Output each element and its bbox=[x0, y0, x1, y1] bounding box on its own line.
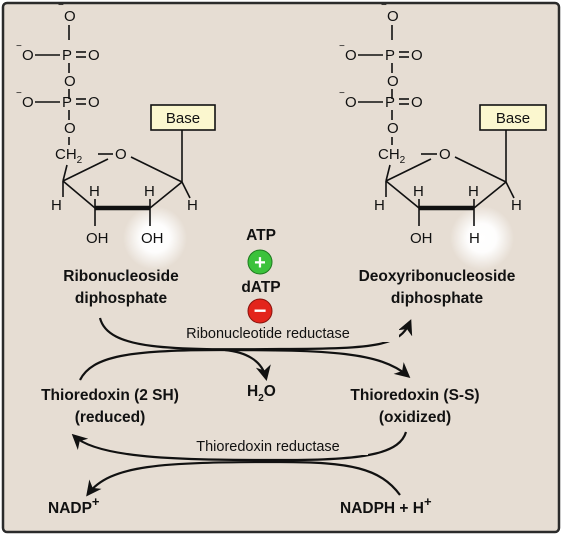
ch2-group: CH2 bbox=[378, 146, 406, 166]
ring-oxygen: O bbox=[115, 146, 127, 163]
arrow-thioredoxin-reduction bbox=[71, 431, 408, 462]
base-box bbox=[479, 104, 547, 131]
phosphorus-atom: P bbox=[62, 94, 72, 111]
thioredoxin-reductase-label: Thioredoxin reductase bbox=[196, 439, 339, 455]
reaction-arrows bbox=[71, 317, 413, 497]
highlight-glow-h bbox=[450, 206, 514, 270]
hydrogen-2prime: H bbox=[469, 230, 480, 247]
hydroxyl-3prime: OH bbox=[86, 230, 109, 247]
minus-sign: − bbox=[254, 298, 267, 323]
phosphorus-atom: P bbox=[385, 94, 395, 111]
deoxyribonucleoside-label-2: diphosphate bbox=[391, 290, 484, 307]
plus-sign: + bbox=[254, 252, 266, 274]
oxygen-atom: O bbox=[64, 120, 76, 137]
thioredoxin-reduced-label-1: Thioredoxin (2 SH) bbox=[41, 387, 179, 404]
hydrogen-atom: H bbox=[187, 197, 198, 214]
deoxyribonucleoside-diphosphate-structure: − O − O P O O − O P O O CH2 O Base bbox=[339, 0, 547, 307]
ribonucleoside-diphosphate-structure: − O − O P O O − O P O O CH2 O bbox=[16, 0, 216, 307]
oxygen-atom: O bbox=[64, 73, 76, 90]
datp-inhibitor-label: dATP bbox=[241, 279, 280, 296]
oxygen-atom: O bbox=[64, 8, 76, 25]
oxygen-atom: O bbox=[387, 8, 399, 25]
hydrogen-atom: H bbox=[89, 183, 100, 200]
water-label: H2O bbox=[247, 383, 276, 404]
charge: − bbox=[16, 88, 22, 99]
phosphorus-atom: P bbox=[62, 47, 72, 64]
ch2-group: CH2 bbox=[55, 146, 83, 166]
arrow-thioredoxin-oxidation bbox=[79, 348, 411, 381]
oxygen-atom: O bbox=[411, 47, 423, 64]
atp-activator-label: ATP bbox=[246, 227, 276, 244]
charge: − bbox=[339, 41, 345, 52]
deoxyribonucleoside-label-1: Deoxyribonucleoside bbox=[359, 268, 516, 285]
charge: − bbox=[58, 0, 64, 11]
oxygen-atom: O bbox=[345, 94, 357, 111]
hydrogen-atom: H bbox=[468, 183, 479, 200]
hydroxyl-2prime: OH bbox=[141, 230, 164, 247]
oxygen-atom: O bbox=[22, 47, 34, 64]
ribonucleoside-label-2: diphosphate bbox=[75, 290, 168, 307]
oxygen-atom: O bbox=[88, 47, 100, 64]
nadp-label: NADP+ bbox=[48, 494, 100, 517]
charge: − bbox=[381, 0, 387, 11]
base-box bbox=[150, 104, 216, 131]
enzyme-label-bg bbox=[137, 324, 399, 342]
base-label: Base bbox=[496, 110, 530, 127]
minus-icon bbox=[247, 298, 273, 324]
ribonucleotide-reductase-label: Ribonucleotide reductase bbox=[186, 326, 350, 342]
plus-icon bbox=[247, 249, 273, 275]
base-label: Base bbox=[166, 110, 200, 127]
thioredoxin-oxidized-label-1: Thioredoxin (S-S) bbox=[350, 387, 479, 404]
phosphorus-atom: P bbox=[385, 47, 395, 64]
oxygen-atom: O bbox=[387, 120, 399, 137]
oxygen-atom: O bbox=[345, 47, 357, 64]
charge: − bbox=[16, 41, 22, 52]
hydrogen-atom: H bbox=[413, 183, 424, 200]
nadph-label: NADPH + H+ bbox=[340, 494, 432, 517]
oxygen-atom: O bbox=[22, 94, 34, 111]
hydrogen-atom: H bbox=[51, 197, 62, 214]
enzyme-label-bg bbox=[168, 437, 368, 455]
ribonucleoside-label-1: Ribonucleoside bbox=[63, 268, 179, 285]
charge: − bbox=[339, 88, 345, 99]
hydrogen-atom: H bbox=[374, 197, 385, 214]
allosteric-regulation: ATP + dATP − bbox=[241, 227, 281, 324]
oxygen-atom: O bbox=[411, 94, 423, 111]
oxygen-atom: O bbox=[88, 94, 100, 111]
hydroxyl-3prime: OH bbox=[410, 230, 433, 247]
hydrogen-atom: H bbox=[144, 183, 155, 200]
arrow-nadph-oxidation bbox=[86, 460, 401, 497]
thioredoxin-reduced-label-2: (reduced) bbox=[75, 409, 146, 426]
thioredoxin-oxidized-label-2: (oxidized) bbox=[379, 409, 451, 426]
hydrogen-atom: H bbox=[511, 197, 522, 214]
highlight-glow-oh bbox=[123, 206, 187, 270]
ring-oxygen: O bbox=[439, 146, 451, 163]
oxygen-atom: O bbox=[387, 73, 399, 90]
